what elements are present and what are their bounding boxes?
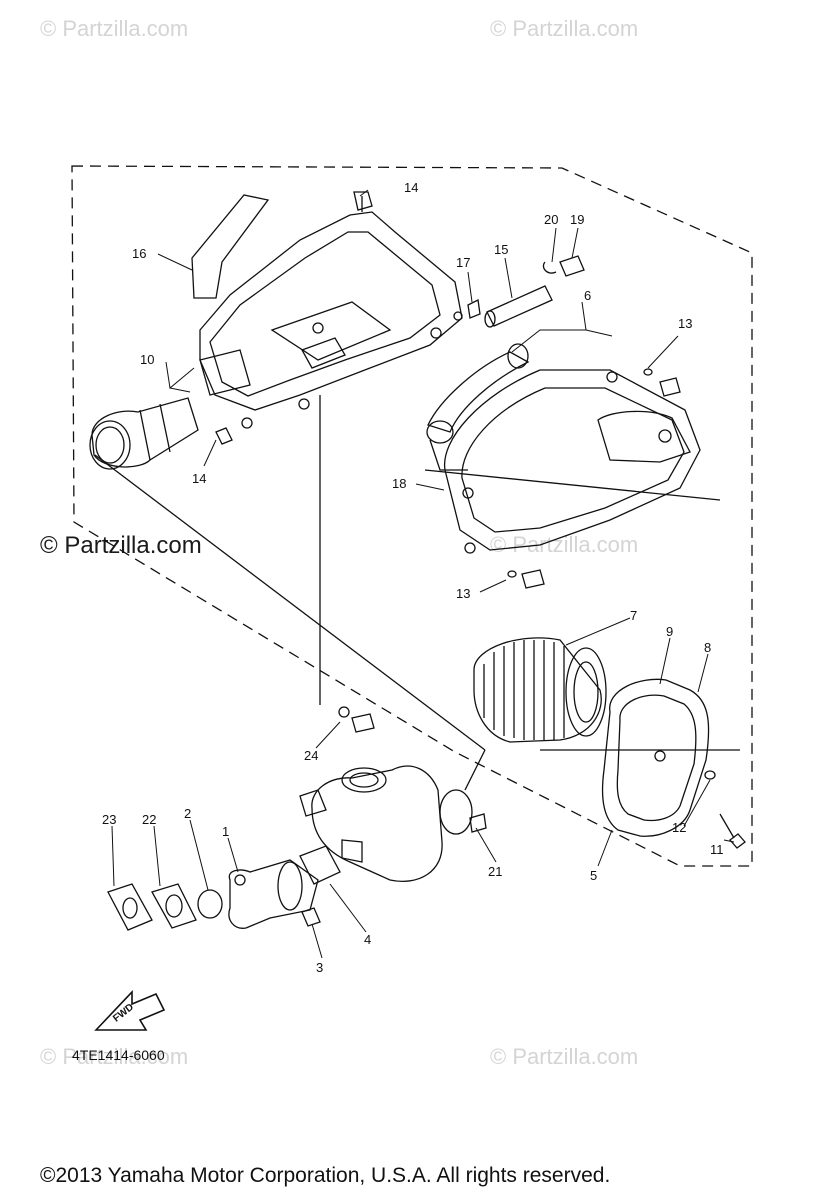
filter-element-7 (473, 637, 607, 743)
insulator-22 (151, 883, 197, 929)
guide-line (424, 469, 721, 501)
callout-14a: 14 (404, 180, 418, 195)
callout-16: 16 (132, 246, 146, 261)
screw-13-lower (507, 569, 545, 589)
callout-17: 17 (456, 255, 470, 270)
watermark-top-left: © Partzilla.com (40, 16, 189, 41)
callout-4: 4 (364, 932, 371, 947)
air-case-cover-6 (443, 369, 701, 554)
gasket-23 (107, 883, 153, 931)
watermark-bottom-left: © Partzilla.com (40, 1044, 189, 1069)
fwd-label: FWD (111, 1002, 136, 1025)
drain-tube-15 (484, 285, 553, 328)
clamp-21 (439, 789, 487, 835)
callout-12: 12 (672, 820, 686, 835)
callout-23: 23 (102, 812, 116, 827)
leader-lines (111, 189, 735, 959)
nut-14-lower (215, 427, 233, 445)
clip-17 (453, 299, 481, 321)
inlet-hose-18 (426, 343, 530, 471)
callout-2: 2 (184, 806, 191, 821)
callout-11: 11 (710, 842, 724, 857)
joint-4 (299, 845, 341, 885)
carburetor (299, 765, 443, 882)
callout-6: 6 (584, 288, 591, 303)
plug-19 (559, 255, 585, 277)
watermark-bottom-right: © Partzilla.com (490, 1044, 639, 1069)
guide-line (464, 749, 486, 791)
callout-9: 9 (666, 624, 673, 639)
callout-22: 22 (142, 812, 156, 827)
callout-18: 18 (392, 476, 406, 491)
o-ring-2 (197, 889, 223, 919)
intake-duct-10 (89, 349, 251, 470)
assembly-boundary (71, 165, 753, 867)
watermark-middle-left: © Partzilla.com (40, 532, 202, 559)
callout-10: 10 (140, 352, 154, 367)
callout-19: 19 (570, 212, 584, 227)
washer-12 (704, 770, 716, 780)
copyright-notice: ©2013 Yamaha Motor Corporation, U.S.A. A… (40, 1164, 611, 1187)
callout-13b: 13 (456, 586, 470, 601)
nut-3 (301, 907, 321, 927)
callout-13a: 13 (678, 316, 692, 331)
callout-labels: 14 16 20 19 17 15 6 13 10 14 18 13 7 9 8… (102, 180, 724, 1024)
air-case-upper (199, 191, 463, 429)
callout-3: 3 (316, 960, 323, 975)
filter-cover-8 (601, 678, 710, 837)
callout-7: 7 (630, 608, 637, 623)
callout-1: 1 (222, 824, 229, 839)
callout-15: 15 (494, 242, 508, 257)
seal-strip-16 (191, 194, 270, 299)
callout-21: 21 (488, 864, 502, 879)
callout-5: 5 (590, 868, 597, 883)
callout-24: 24 (304, 748, 318, 763)
forward-arrow-icon (94, 989, 166, 1031)
clamp-20 (542, 261, 557, 274)
diagram-code: 4TE1414-6060 (72, 1047, 165, 1063)
callout-14b: 14 (192, 471, 206, 486)
screw-24 (338, 706, 375, 733)
screw-13-upper (643, 368, 681, 397)
watermark-top-right: © Partzilla.com (490, 16, 639, 41)
callout-20: 20 (544, 212, 558, 227)
callout-8: 8 (704, 640, 711, 655)
guide-line (94, 454, 486, 751)
bolt-11 (719, 813, 746, 849)
